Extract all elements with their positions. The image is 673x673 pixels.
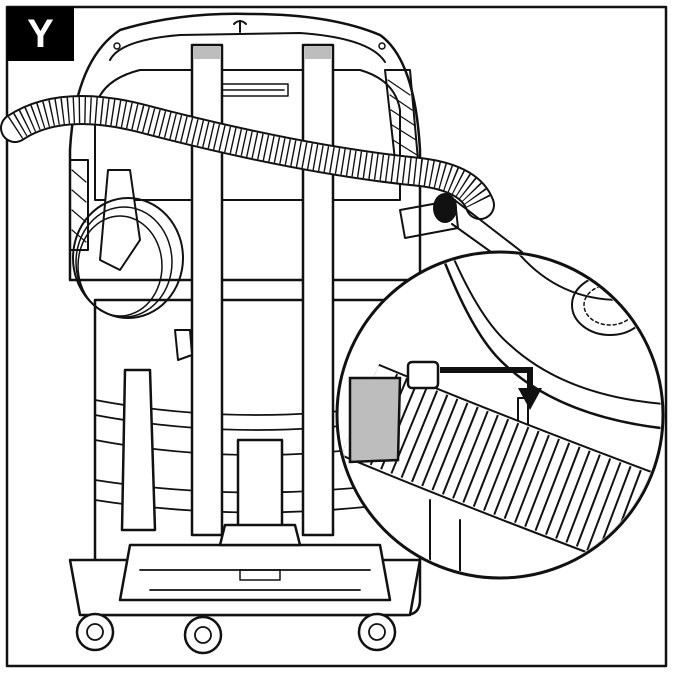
suction-hose [0,95,495,220]
figure-border [5,5,668,668]
step-label: Y [27,12,54,56]
cart-base [68,438,422,617]
zoom-leader-top [451,197,523,253]
direction-arrow [440,367,533,390]
hose-end [433,193,457,223]
hose-clip [406,360,440,390]
zoom-detail [335,250,665,580]
caster-wheels [75,612,397,655]
arrow-head [518,388,542,410]
hose-cuff [348,376,402,464]
crevice-nozzle [120,368,157,532]
power-plug [174,329,193,361]
power-cord [72,169,193,361]
step-badge: Y [7,7,74,61]
